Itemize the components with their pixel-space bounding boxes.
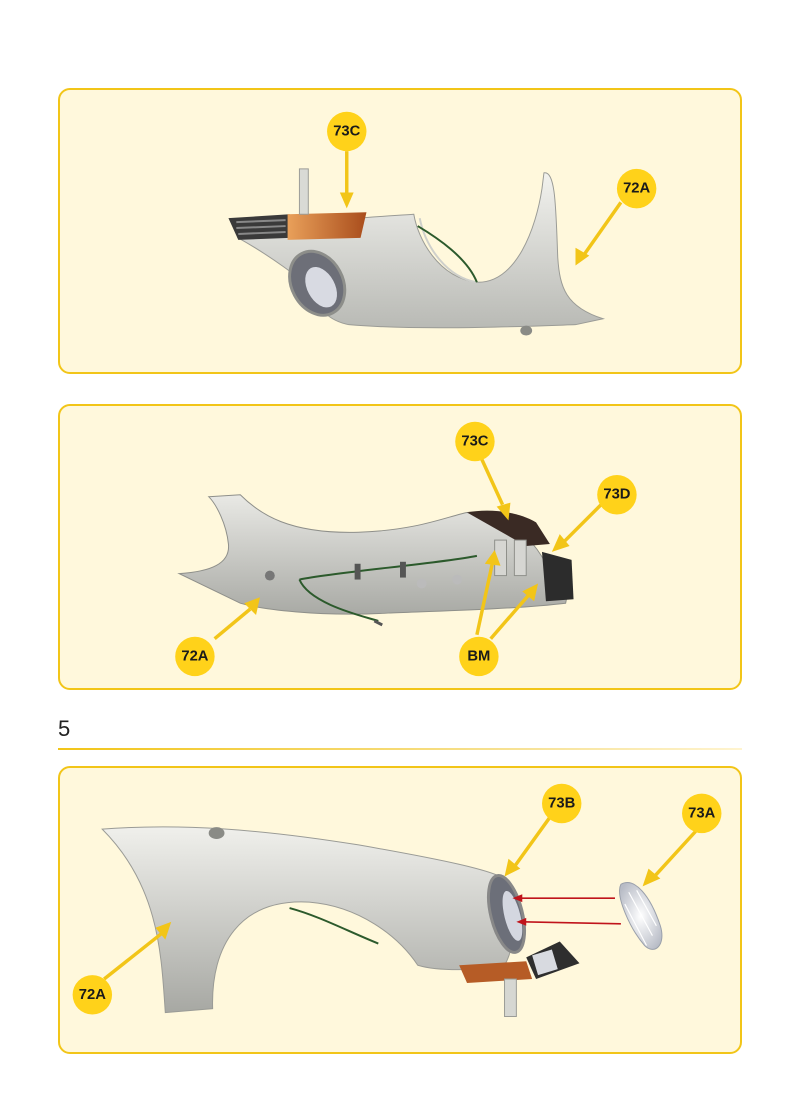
instruction-panel-3: 73B 73A 72A: [58, 766, 742, 1054]
callout-label: 73C: [333, 123, 360, 139]
step-divider: [58, 748, 742, 750]
callout-73b: 73B: [542, 783, 582, 824]
callout-label: 72A: [181, 648, 208, 664]
instruction-panel-1: 73C 72A: [58, 88, 742, 374]
callout-72a: 72A: [175, 636, 215, 677]
callout-label: 73A: [688, 805, 715, 821]
callout-72a: 72A: [72, 975, 113, 1015]
callout-73c: 73C: [455, 421, 495, 462]
fender-illustration-1: 73C 72A: [228, 111, 657, 336]
fender-illustration-2: 73C 73D 72A BM: [175, 421, 637, 677]
step-number: 5: [58, 716, 71, 741]
callout-bm: BM: [459, 636, 499, 677]
callout-label: 73D: [603, 487, 630, 503]
callout-73d: 73D: [597, 475, 637, 515]
lens-part: [619, 882, 663, 950]
callout-label: BM: [467, 648, 490, 664]
callout-73a: 73A: [682, 793, 722, 834]
fender-part-underside: [177, 494, 574, 627]
callout-label: 73C: [461, 433, 488, 449]
callout-72a: 72A: [616, 168, 657, 209]
fender-part-front: [101, 826, 580, 1017]
callout-73c: 73C: [327, 111, 367, 152]
callout-label: 72A: [623, 181, 650, 197]
instruction-panel-2: 73C 73D 72A BM: [58, 404, 742, 690]
fender-illustration-3: 73B 73A 72A: [72, 783, 722, 1017]
callout-label: 73B: [548, 796, 575, 812]
fender-part: [228, 168, 606, 336]
callout-label: 72A: [79, 987, 106, 1003]
